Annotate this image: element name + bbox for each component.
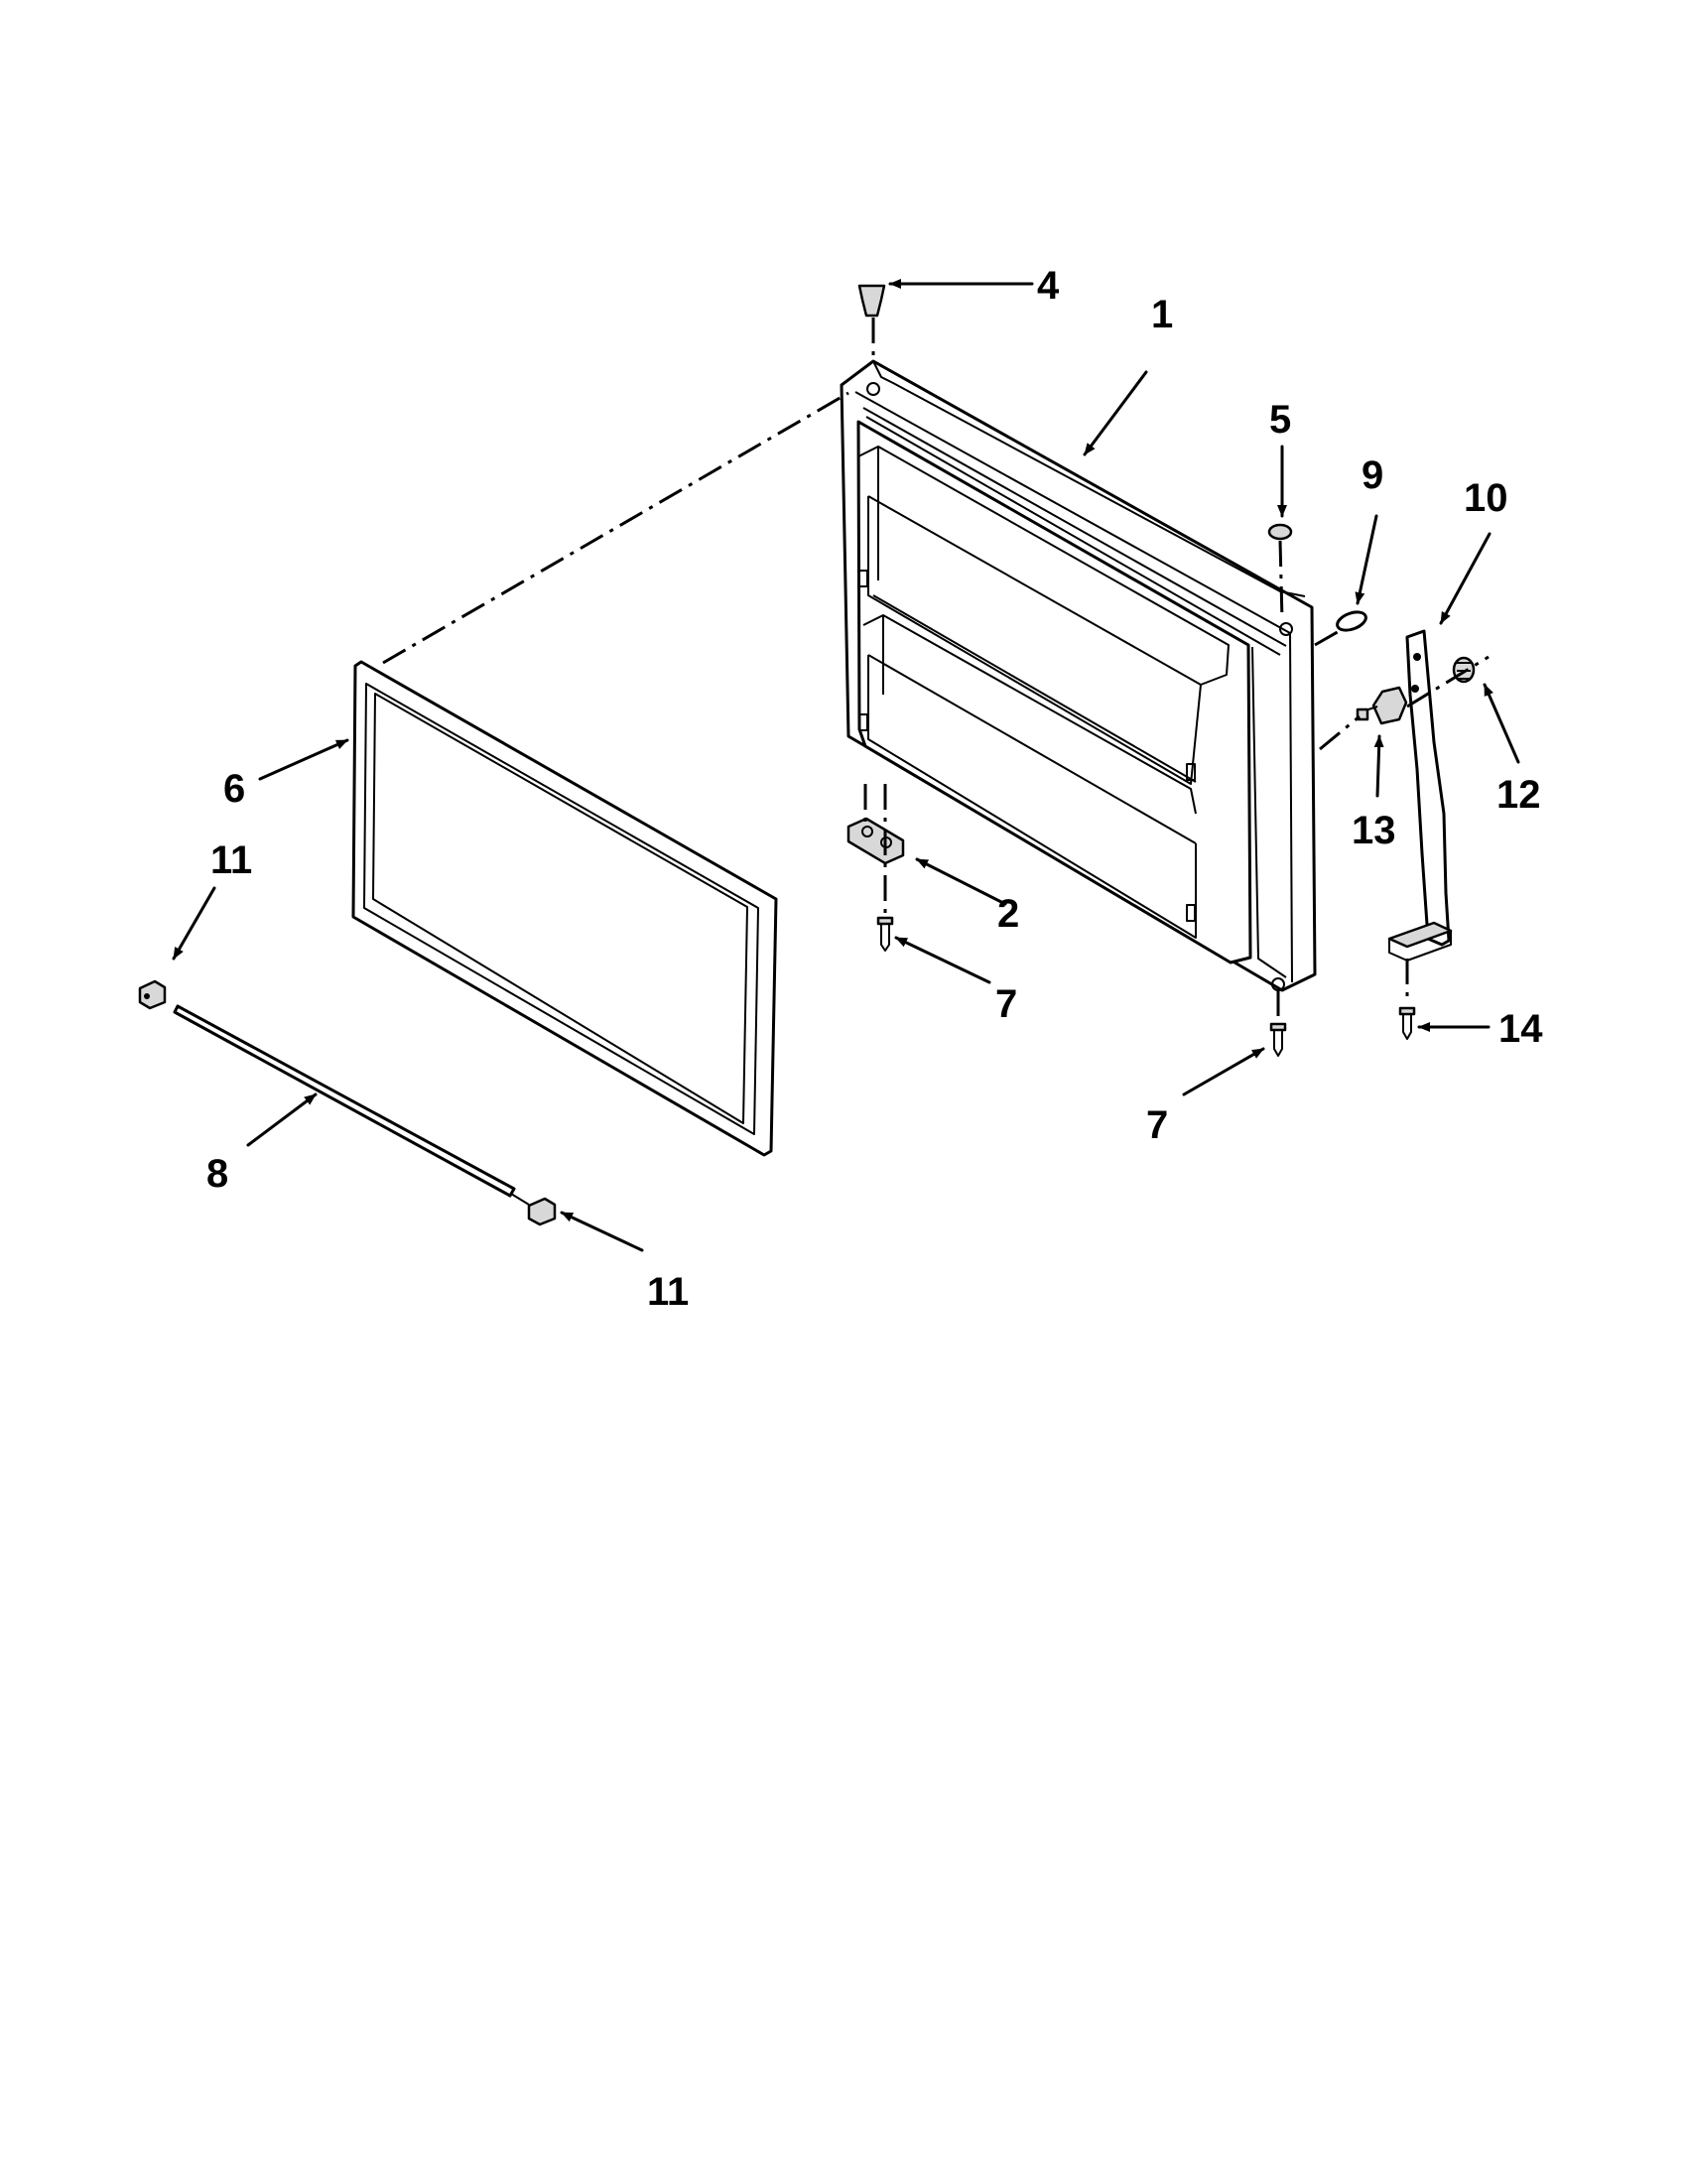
hole-plug: [1267, 523, 1293, 541]
freezer-handle: [1387, 629, 1453, 962]
callout-7-left: 7: [995, 982, 1017, 1026]
trim-end-cap-right: [510, 1193, 557, 1226]
callout-11-right: 11: [647, 1270, 689, 1314]
screw-handle: [1398, 1006, 1416, 1040]
door-trim: [173, 1004, 516, 1198]
handle-o-ring: [1336, 610, 1367, 632]
callout-8: 8: [206, 1152, 228, 1196]
callout-labels: 4 1 5 9 10 12 13 2 7 14 7 6 11 8 11: [206, 264, 1543, 1314]
callout-1: 1: [1151, 293, 1173, 336]
callout-10: 10: [1464, 476, 1508, 520]
assembly-lines: [382, 318, 1490, 1022]
callout-11-left: 11: [210, 838, 252, 882]
screw-left: [876, 916, 894, 952]
hinge-plug-top: [857, 284, 886, 318]
callout-2: 2: [997, 892, 1019, 936]
trim-end-cap-left: [138, 979, 167, 1010]
callout-6: 6: [223, 767, 245, 811]
callout-13: 13: [1352, 809, 1396, 852]
callout-5: 5: [1269, 398, 1291, 442]
freezer-door: [840, 359, 1317, 992]
callout-14: 14: [1498, 1007, 1543, 1051]
handle-mount-stud: [1356, 686, 1408, 725]
screw-right: [1269, 1022, 1287, 1057]
callout-7-right: 7: [1146, 1103, 1168, 1147]
callout-4: 4: [1037, 264, 1060, 308]
leader-arrows: [172, 279, 1520, 1252]
door-gasket: [351, 660, 778, 1157]
callout-12: 12: [1496, 773, 1541, 817]
callout-9: 9: [1362, 453, 1383, 497]
handle-set-screw: [1452, 656, 1476, 684]
bottom-hinge: [846, 817, 905, 865]
